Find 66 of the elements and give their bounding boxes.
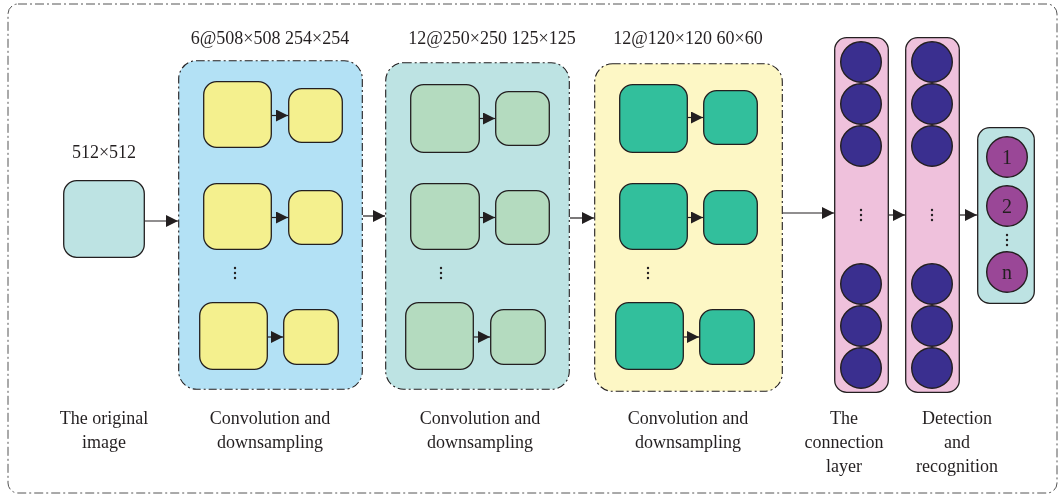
arrow xyxy=(888,209,906,221)
image-box xyxy=(63,180,145,258)
neuron-circle xyxy=(911,41,953,83)
neuron-circle xyxy=(840,305,882,347)
arrow xyxy=(271,211,289,224)
neuron-circle xyxy=(911,125,953,167)
feature-map-box xyxy=(619,183,688,250)
neuron-circle xyxy=(840,125,882,167)
node-label: 1 xyxy=(1001,144,1013,170)
arrow xyxy=(362,210,386,222)
feature-map-box xyxy=(495,190,550,245)
arrow xyxy=(144,215,179,227)
stage-caption: Convolution and downsampling xyxy=(626,407,750,454)
size-label: 512×512 xyxy=(70,141,138,164)
stage-caption: The original image xyxy=(58,407,150,454)
feature-map-box xyxy=(199,302,268,370)
layer-column xyxy=(905,37,960,393)
feature-map-box xyxy=(283,309,339,365)
arrow xyxy=(683,331,700,343)
node-label: 2 xyxy=(1001,193,1013,219)
neuron-circle xyxy=(840,347,882,389)
stage-caption: The connection layer xyxy=(803,407,885,478)
feature-map-box xyxy=(288,190,343,245)
output-node xyxy=(986,185,1028,227)
feature-map-box xyxy=(699,309,755,365)
output-column xyxy=(977,127,1035,304)
feature-map-box xyxy=(495,91,550,146)
size-label: 6@508×508 254×254 xyxy=(189,27,351,50)
feature-map-box xyxy=(703,90,758,145)
stage-caption: Convolution and downsampling xyxy=(418,407,542,454)
output-node xyxy=(986,251,1028,293)
layer-column xyxy=(834,37,889,393)
feature-map-box xyxy=(410,183,480,250)
feature-map-box xyxy=(405,302,474,370)
feature-map-box xyxy=(203,81,272,148)
arrow xyxy=(479,112,496,125)
neuron-circle xyxy=(840,263,882,305)
node-label: n xyxy=(1001,259,1013,285)
arrow xyxy=(959,209,978,221)
arrow xyxy=(687,111,704,124)
neuron-circle xyxy=(840,83,882,125)
arrow xyxy=(782,207,835,219)
feature-map-box xyxy=(288,88,343,143)
feature-map-box xyxy=(490,309,546,365)
dashed-group xyxy=(594,63,783,392)
neuron-circle xyxy=(911,83,953,125)
arrow xyxy=(569,212,595,224)
neuron-circle xyxy=(911,347,953,389)
arrow xyxy=(687,211,704,224)
feature-map-box xyxy=(619,84,688,153)
dashed-group xyxy=(178,60,363,390)
arrow xyxy=(267,331,284,343)
dashed-group xyxy=(385,62,570,390)
feature-map-box xyxy=(410,84,480,153)
arrow xyxy=(479,211,496,224)
output-node xyxy=(986,136,1028,178)
neuron-circle xyxy=(911,305,953,347)
feature-map-box xyxy=(615,302,684,370)
feature-map-box xyxy=(703,190,758,245)
stage-caption: Detection and recognition xyxy=(915,407,999,478)
neuron-circle xyxy=(840,41,882,83)
feature-map-box xyxy=(203,183,272,250)
neuron-circle xyxy=(911,263,953,305)
arrow xyxy=(473,331,491,343)
arrow xyxy=(271,109,289,122)
stage-caption: Convolution and downsampling xyxy=(208,407,332,454)
